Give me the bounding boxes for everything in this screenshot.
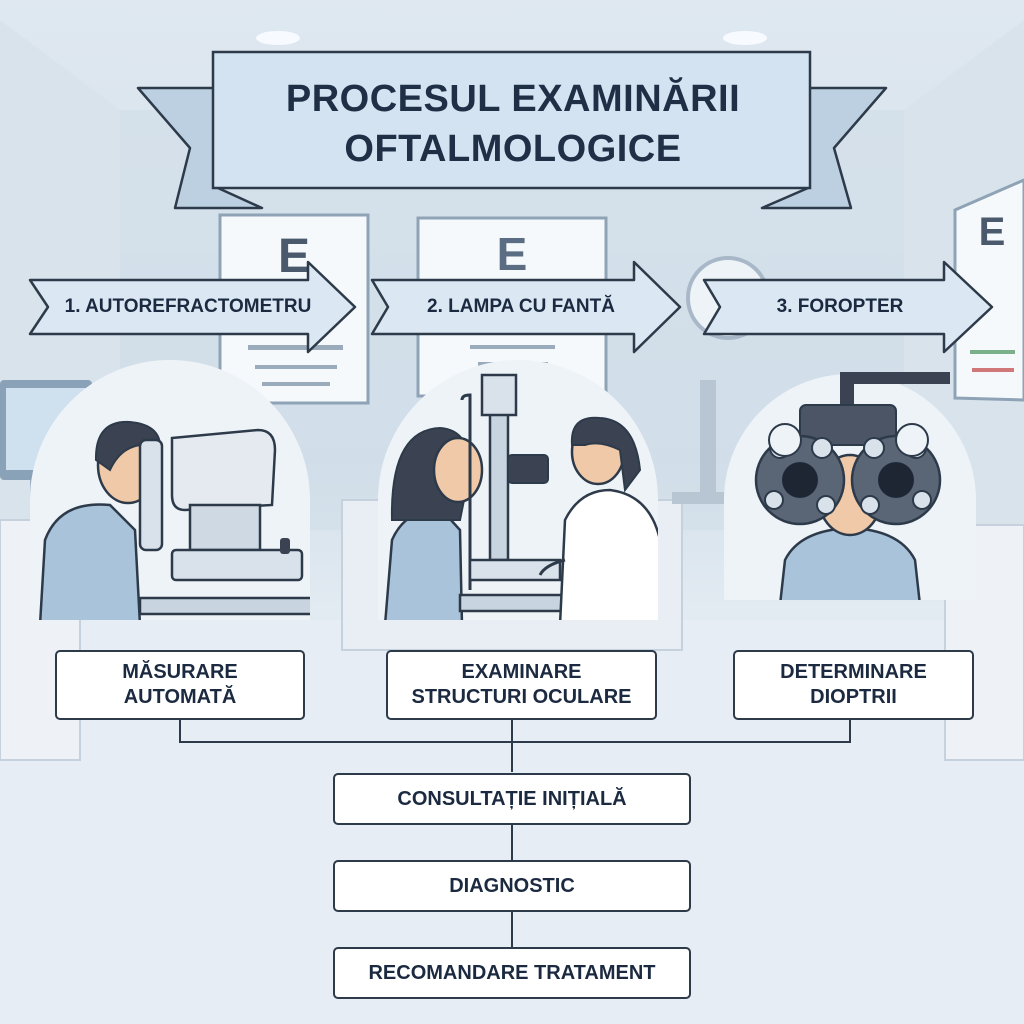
autorefractometer-illustration	[29, 359, 311, 620]
description-line: AUTOMATĂ	[123, 686, 237, 708]
description-line: DETERMINARE	[780, 661, 927, 683]
step-illustrations	[29, 359, 976, 620]
step-description-slit-lamp: EXAMINARE STRUCTURI OCULARE	[386, 650, 657, 720]
phoropter-illustration	[724, 372, 976, 600]
title-banner	[136, 50, 888, 210]
svg-text:E: E	[497, 228, 528, 280]
description-line: EXAMINARE	[461, 661, 582, 683]
step-description-phoropter: DETERMINARE DIOPTRII	[733, 650, 974, 720]
step-label-phoropter: 3. FOROPTER	[776, 296, 904, 317]
step-arrow-2	[370, 260, 682, 354]
flow-box-diagnostic: DIAGNOSTIC	[333, 860, 691, 912]
title-line-2: OFTALMOLOGICE	[344, 128, 682, 170]
connector-horizontal	[179, 741, 851, 743]
description-line: DIOPTRII	[810, 686, 897, 708]
slit-lamp-illustration	[378, 359, 658, 620]
connector-right-drop	[849, 720, 851, 743]
flow-label: CONSULTAȚIE INIȚIALĂ	[397, 787, 627, 810]
description-line: STRUCTURI OCULARE	[411, 686, 632, 708]
ceiling-light	[723, 31, 767, 45]
flow-box-initial-consultation: CONSULTAȚIE INIȚIALĂ	[333, 773, 691, 825]
connector-mid-drop	[511, 720, 513, 772]
description-line: MĂSURARE	[122, 661, 238, 683]
svg-text:E: E	[979, 210, 1006, 254]
connector-left-drop	[179, 720, 181, 743]
title-line-1: PROCESUL EXAMINĂRII	[285, 78, 741, 120]
flow-label: RECOMANDARE TRATAMENT	[368, 961, 656, 984]
step-description-autorefractometer: MĂSURARE AUTOMATĂ	[55, 650, 305, 720]
step-label-autorefractometer: 1. AUTOREFRACTOMETRU	[64, 296, 312, 317]
page-title: PROCESUL EXAMINĂRII OFTALMOLOGICE	[218, 60, 808, 188]
flow-label: DIAGNOSTIC	[449, 874, 575, 897]
connector-flow-1	[511, 824, 513, 860]
connector-flow-2	[511, 911, 513, 947]
step-arrow-3	[702, 260, 994, 354]
step-arrow-1	[28, 260, 357, 354]
step-arrows	[28, 260, 994, 354]
flow-box-treatment-recommendation: RECOMANDARE TRATAMENT	[333, 947, 691, 999]
step-label-slit-lamp: 2. LAMPA CU FANTĂ	[427, 296, 615, 317]
ceiling-light	[256, 31, 300, 45]
svg-text:E: E	[278, 230, 310, 283]
